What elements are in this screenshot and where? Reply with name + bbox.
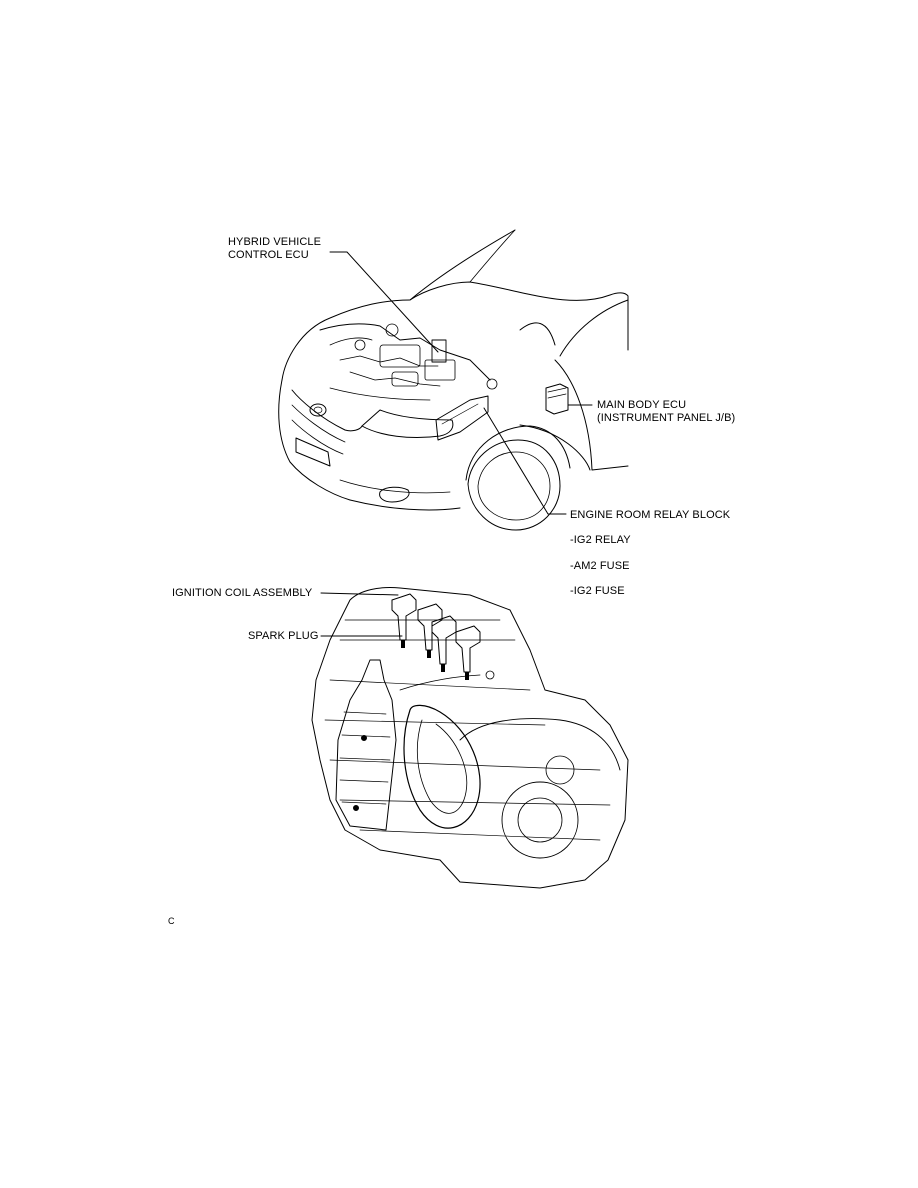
label-ig2-fuse: -IG2 FUSE: [570, 585, 625, 597]
label-spark-plug: SPARK PLUG: [248, 630, 319, 642]
label-hybrid-line-2: CONTROL ECU: [228, 249, 309, 261]
engine-illustration: [311, 587, 629, 889]
label-main-body-line-1: MAIN BODY ECU: [597, 399, 687, 411]
car-illustration: [278, 229, 629, 531]
label-main-body-line-2: (INSTRUMENT PANEL J/B): [597, 412, 736, 424]
leader-lines: [320, 251, 593, 637]
label-am2-fuse: -AM2 FUSE: [570, 560, 630, 572]
label-engine-room-relay-block: ENGINE ROOM RELAY BLOCK: [570, 509, 731, 521]
label-hybrid-vehicle-control-ecu: HYBRID VEHICLE CONTROL ECU: [228, 236, 321, 262]
label-main-body-ecu: MAIN BODY ECU (INSTRUMENT PANEL J/B): [597, 399, 735, 425]
label-ig2-relay: -IG2 RELAY: [570, 534, 631, 546]
label-hybrid-line-1: HYBRID VEHICLE: [228, 236, 322, 248]
label-ignition-coil-assembly: IGNITION COIL ASSEMBLY: [172, 587, 313, 599]
ignition-coils: [391, 593, 481, 680]
figure-code: C: [168, 916, 175, 926]
